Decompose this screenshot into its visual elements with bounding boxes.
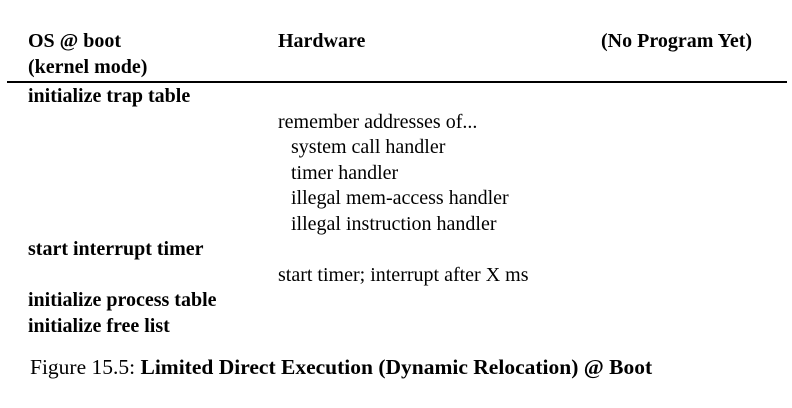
table-row-os: start interrupt timer (28, 238, 204, 260)
column-header-os: OS @ boot (kernel mode) (28, 28, 147, 80)
figure-caption-label: Figure 15.5: (30, 355, 141, 379)
table-row-os: initialize trap table (28, 85, 191, 107)
header-divider-rule (7, 81, 787, 83)
table-body: initialize trap table remember addresses… (0, 84, 792, 339)
table-row-hardware: illegal mem-access handler (291, 187, 509, 209)
table-row-hardware: timer handler (291, 161, 399, 184)
column-header-os-line2: (kernel mode) (28, 56, 148, 78)
figure-caption: Figure 15.5: Limited Direct Execution (D… (30, 353, 652, 381)
column-header-program: (No Program Yet) (601, 30, 753, 52)
table-row-os: initialize process table (28, 289, 217, 311)
figure-caption-title: Limited Direct Execution (Dynamic Reloca… (140, 355, 653, 379)
column-header-os-line1: OS @ boot (28, 30, 122, 52)
table-row-hardware: system call handler (291, 136, 446, 158)
table-row-hardware: remember addresses of... (278, 110, 478, 133)
column-header-hardware: Hardware (278, 30, 366, 52)
table-row-os: initialize free list (28, 314, 170, 337)
table-row-hardware: start timer; interrupt after X ms (278, 263, 529, 286)
table-row-hardware: illegal instruction handler (291, 212, 497, 235)
